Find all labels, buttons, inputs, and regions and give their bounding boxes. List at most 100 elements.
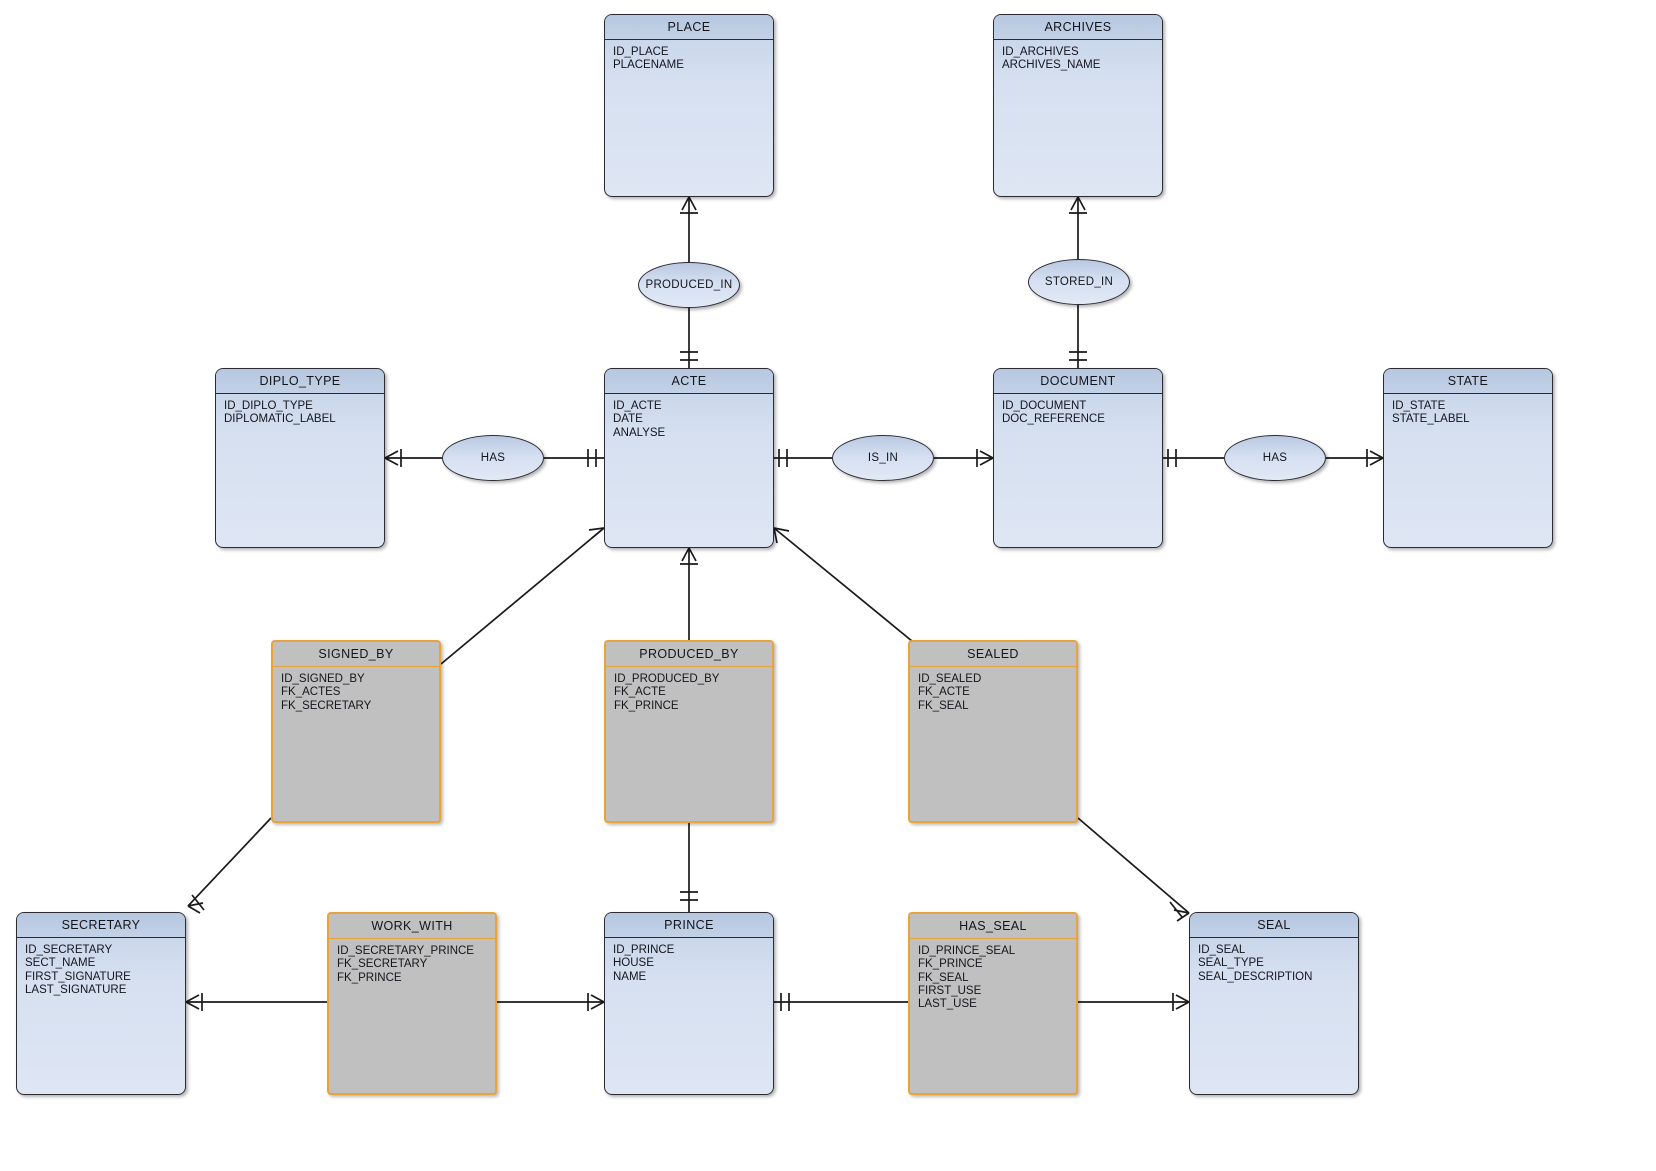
attribute: ID_PRINCE <box>613 944 675 956</box>
entity-archives[interactable]: ARCHIVES ID_ARCHIVES ARCHIVES_NAME <box>993 14 1163 197</box>
cardinality-many-secretary-diag <box>187 902 204 914</box>
attribute: DIPLOMATIC_LABEL <box>224 413 336 426</box>
cardinality-many-diplotype <box>384 450 399 466</box>
relationship-has-state[interactable]: HAS <box>1224 435 1326 481</box>
entity-state[interactable]: STATE ID_STATE STATE_LABEL <box>1383 368 1553 548</box>
attribute: ID_PRINCE_SEAL <box>918 945 1016 957</box>
attribute: ID_SECRETARY <box>25 944 113 956</box>
relationship-stored-in[interactable]: STORED_IN <box>1028 259 1130 305</box>
attribute: FIRST_SIGNATURE <box>25 970 131 983</box>
attribute: FK_PRINCE <box>918 958 983 971</box>
cardinality-many-place <box>681 196 697 211</box>
entity-place[interactable]: PLACE ID_PLACE PLACENAME <box>604 14 774 197</box>
attribute: PLACENAME <box>613 59 684 72</box>
attribute: SEAL_TYPE <box>1198 957 1264 970</box>
cardinality-one-secretary-diag <box>191 894 205 911</box>
entity-seal[interactable]: SEAL ID_SEAL SEAL_TYPE SEAL_DESCRIPTION <box>1189 912 1359 1095</box>
attribute: FK_SECRETARY <box>337 958 428 971</box>
attribute: FK_PRINCE <box>614 699 679 712</box>
cardinality-many-acte-producedby <box>681 547 697 562</box>
attribute: FK_ACTES <box>281 686 341 699</box>
entity-archives-title: ARCHIVES <box>994 15 1162 40</box>
cardinality-oneone-document-right <box>1167 449 1177 467</box>
entity-archives-attributes: ID_ARCHIVES ARCHIVES_NAME <box>994 40 1162 77</box>
attribute: ID_SEAL <box>1198 944 1246 956</box>
entity-acte-attributes: ID_ACTE DATE ANALYSE <box>605 394 773 444</box>
cardinality-many-document-left <box>979 450 994 466</box>
attribute: ID_PLACE <box>613 46 669 58</box>
entity-state-attributes: ID_STATE STATE_LABEL <box>1384 394 1552 431</box>
entity-document-attributes: ID_DOCUMENT DOC_REFERENCE <box>994 394 1162 431</box>
relationship-is-in[interactable]: IS_IN <box>832 435 934 481</box>
cardinality-oneone-acte-top <box>680 351 698 361</box>
cardinality-many-archives <box>1070 196 1086 211</box>
attribute: FK_PRINCE <box>337 971 402 984</box>
attribute: LAST_USE <box>918 998 977 1011</box>
attribute: FK_SEAL <box>918 971 969 984</box>
entity-work-with-attributes: ID_SECRETARY_PRINCE FK_SECRETARY FK_PRIN… <box>329 939 495 989</box>
entity-signed-by-attributes: ID_SIGNED_BY FK_ACTES FK_SECRETARY <box>273 667 439 717</box>
cardinality-many-seal-diag <box>1173 909 1190 922</box>
attribute: ID_SEALED <box>918 673 982 685</box>
cardinality-oneone-acte-left <box>587 449 597 467</box>
relationship-has-diplo-type[interactable]: HAS <box>442 435 544 481</box>
cardinality-many-prince-left <box>590 994 605 1010</box>
entity-produced-by-title: PRODUCED_BY <box>606 642 772 667</box>
cardinality-many-acte-sealed <box>773 527 790 544</box>
entity-acte[interactable]: ACTE ID_ACTE DATE ANALYSE <box>604 368 774 548</box>
cardinality-one-seal-diag <box>1169 901 1183 918</box>
entity-has-seal-attributes: ID_PRINCE_SEAL FK_PRINCE FK_SEAL FIRST_U… <box>910 939 1076 1016</box>
entity-produced-by[interactable]: PRODUCED_BY ID_PRODUCED_BY FK_ACTE FK_PR… <box>604 640 774 823</box>
attribute: ID_DIPLO_TYPE <box>224 400 313 412</box>
entity-diplo-type[interactable]: DIPLO_TYPE ID_DIPLO_TYPE DIPLOMATIC_LABE… <box>215 368 385 548</box>
entity-place-title: PLACE <box>605 15 773 40</box>
attribute: DATE <box>613 413 643 426</box>
attribute: ID_SECRETARY_PRINCE <box>337 945 474 957</box>
entity-diplo-type-title: DIPLO_TYPE <box>216 369 384 394</box>
entity-secretary[interactable]: SECRETARY ID_SECRETARY SECT_NAME FIRST_S… <box>16 912 186 1095</box>
cardinality-many-secretary-right <box>185 994 200 1010</box>
entity-secretary-title: SECRETARY <box>17 913 185 938</box>
edge-sealed-seal <box>1077 817 1190 914</box>
entity-has-seal-title: HAS_SEAL <box>910 914 1076 939</box>
edge-signedby-secretary <box>187 817 272 907</box>
cardinality-many-seal-left <box>1175 994 1190 1010</box>
cardinality-oneone-prince-right <box>780 993 790 1011</box>
attribute: FIRST_USE <box>918 984 982 997</box>
relationship-produced-in[interactable]: PRODUCED_IN <box>638 262 740 308</box>
attribute: LAST_SIGNATURE <box>25 983 127 996</box>
cardinality-many-acte-signedby <box>588 527 605 539</box>
attribute: ID_SIGNED_BY <box>281 673 365 685</box>
attribute: FK_SECRETARY <box>281 699 372 712</box>
edge-acte-signedby <box>440 527 605 665</box>
attribute: ID_STATE <box>1392 400 1446 412</box>
entity-secretary-attributes: ID_SECRETARY SECT_NAME FIRST_SIGNATURE L… <box>17 938 185 1001</box>
entity-signed-by[interactable]: SIGNED_BY ID_SIGNED_BY FK_ACTES FK_SECRE… <box>271 640 441 823</box>
entity-sealed[interactable]: SEALED ID_SEALED FK_ACTE FK_SEAL <box>908 640 1078 823</box>
attribute: DOC_REFERENCE <box>1002 413 1105 426</box>
cardinality-oneone-prince-top <box>680 891 698 901</box>
entity-has-seal[interactable]: HAS_SEAL ID_PRINCE_SEAL FK_PRINCE FK_SEA… <box>908 912 1078 1095</box>
attribute: ID_PRODUCED_BY <box>614 673 720 685</box>
entity-prince[interactable]: PRINCE ID_PRINCE HOUSE NAME <box>604 912 774 1095</box>
entity-seal-attributes: ID_SEAL SEAL_TYPE SEAL_DESCRIPTION <box>1190 938 1358 988</box>
entity-diplo-type-attributes: ID_DIPLO_TYPE DIPLOMATIC_LABEL <box>216 394 384 431</box>
entity-document[interactable]: DOCUMENT ID_DOCUMENT DOC_REFERENCE <box>993 368 1163 548</box>
entity-prince-attributes: ID_PRINCE HOUSE NAME <box>605 938 773 988</box>
entity-sealed-title: SEALED <box>910 642 1076 667</box>
attribute: NAME <box>613 970 647 983</box>
entity-acte-title: ACTE <box>605 369 773 394</box>
attribute: ANALYSE <box>613 426 666 439</box>
entity-place-attributes: ID_PLACE PLACENAME <box>605 40 773 77</box>
attribute: FK_SEAL <box>918 699 969 712</box>
cardinality-oneone-acte-right <box>778 449 788 467</box>
attribute: STATE_LABEL <box>1392 413 1470 426</box>
attribute: ID_ACTE <box>613 400 662 412</box>
entity-work-with[interactable]: WORK_WITH ID_SECRETARY_PRINCE FK_SECRETA… <box>327 912 497 1095</box>
attribute: SEAL_DESCRIPTION <box>1198 970 1313 983</box>
attribute: HOUSE <box>613 957 654 970</box>
attribute: FK_ACTE <box>918 686 970 699</box>
entity-document-title: DOCUMENT <box>994 369 1162 394</box>
